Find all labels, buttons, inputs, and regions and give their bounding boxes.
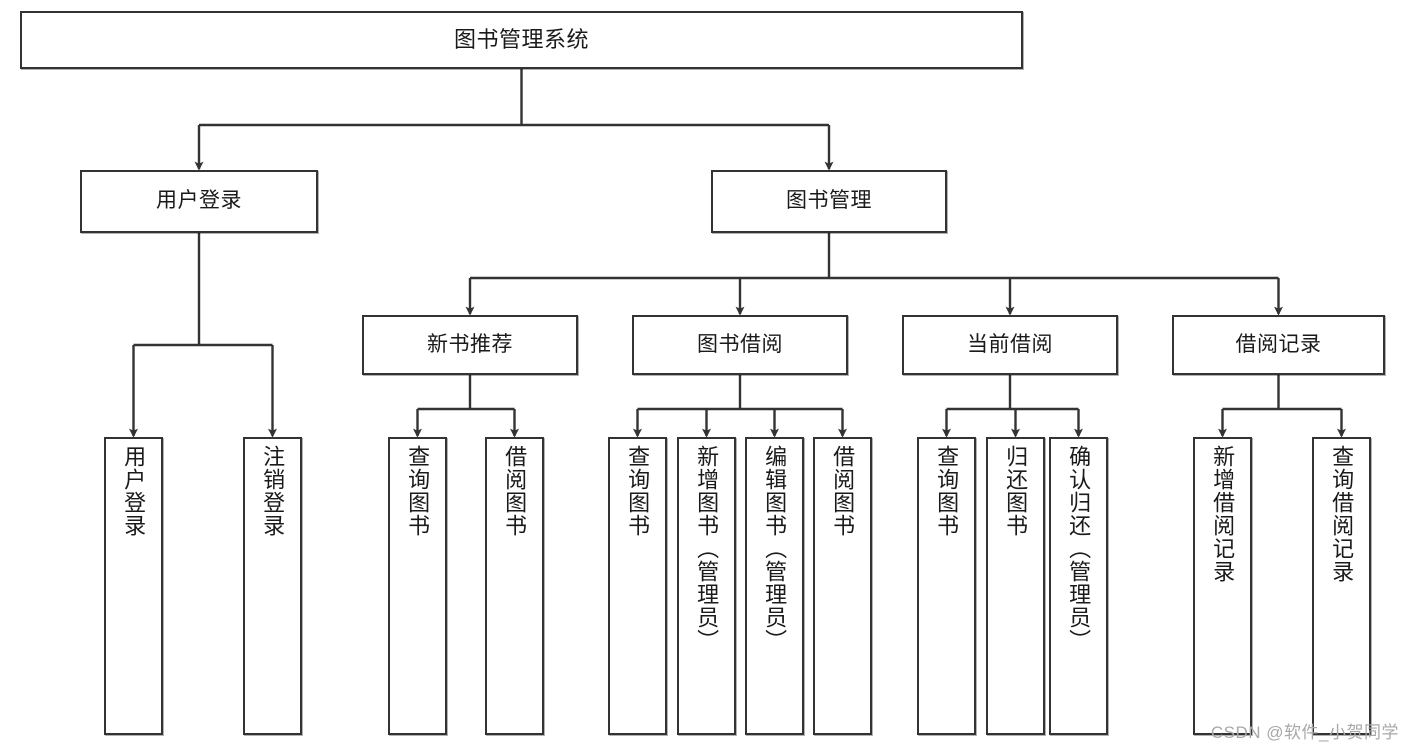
node-leaf12[interactable]: 新增借阅记录 [1193, 437, 1252, 735]
node-borrow[interactable]: 图书借阅 [632, 315, 848, 375]
node-label: 借阅图书 [502, 445, 528, 537]
node-label: 图书借阅 [697, 332, 783, 356]
node-label: 用户登录 [121, 445, 147, 537]
node-leaf1[interactable]: 用户登录 [104, 437, 163, 735]
node-login[interactable]: 用户登录 [80, 170, 318, 233]
node-current[interactable]: 当前借阅 [902, 315, 1118, 375]
node-label: 图书管理系统 [453, 27, 589, 53]
node-label: 查询图书 [625, 445, 651, 537]
node-leaf3[interactable]: 查询图书 [388, 437, 447, 735]
node-bookmgmt[interactable]: 图书管理 [711, 170, 947, 233]
node-leaf5[interactable]: 查询图书 [608, 437, 667, 735]
node-leaf2[interactable]: 注销登录 [243, 437, 302, 735]
node-label: 当前借阅 [967, 332, 1053, 356]
node-newbook[interactable]: 新书推荐 [362, 315, 578, 375]
node-records[interactable]: 借阅记录 [1172, 315, 1385, 375]
node-label: 新增图书（管理员） [694, 445, 720, 652]
node-leaf13[interactable]: 查询借阅记录 [1312, 437, 1371, 735]
node-label: 注销登录 [260, 445, 286, 537]
node-label: 编辑图书（管理员） [762, 445, 788, 652]
node-label: 用户登录 [156, 189, 242, 213]
node-label: 查询借阅记录 [1329, 445, 1355, 583]
node-label: 确认归还（管理员） [1066, 445, 1092, 652]
node-label: 归还图书 [1003, 445, 1029, 537]
node-label: 借阅图书 [830, 445, 856, 537]
node-label: 查询图书 [934, 445, 960, 537]
node-label: 借阅记录 [1235, 332, 1322, 356]
node-label: 查询图书 [405, 445, 431, 537]
node-leaf7[interactable]: 编辑图书（管理员） [745, 437, 804, 735]
node-label: 新书推荐 [427, 332, 513, 356]
node-leaf9[interactable]: 查询图书 [917, 437, 976, 735]
node-leaf10[interactable]: 归还图书 [986, 437, 1045, 735]
node-label: 图书管理 [786, 189, 872, 213]
node-label: 新增借阅记录 [1210, 445, 1236, 583]
node-leaf4[interactable]: 借阅图书 [485, 437, 544, 735]
watermark-label: CSDN @软件_小贺同学 [1210, 723, 1399, 742]
node-leaf6[interactable]: 新增图书（管理员） [677, 437, 736, 735]
node-leaf11[interactable]: 确认归还（管理员） [1049, 437, 1108, 735]
node-leaf8[interactable]: 借阅图书 [813, 437, 872, 735]
node-root[interactable]: 图书管理系统 [20, 11, 1023, 69]
